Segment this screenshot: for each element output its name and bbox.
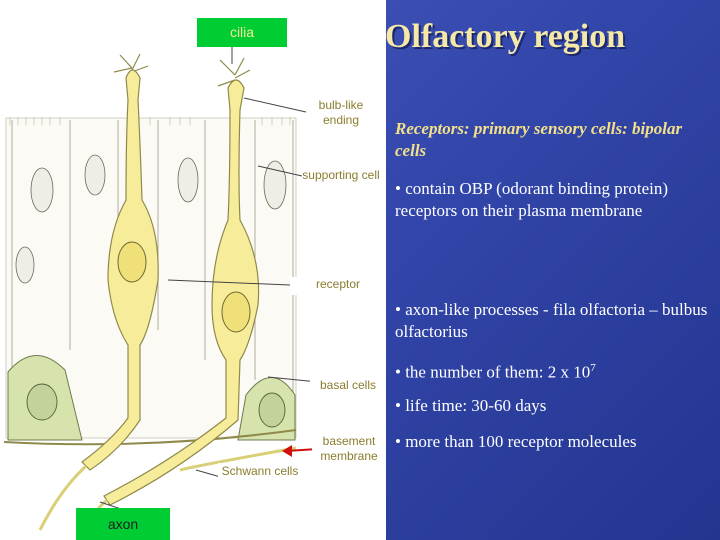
bullet-number: • the number of them: 2 x 107: [395, 357, 715, 384]
receptor-cell-right: [103, 57, 260, 506]
basal-cells-label: basal cells: [310, 378, 386, 396]
receptor-nucleus-left: [117, 241, 147, 283]
basement-arrowhead: [282, 445, 292, 457]
bullet-axon-processes: • axon-like processes - fila olfactoria …: [395, 300, 708, 341]
supporting-cell-label: supporting cell: [302, 168, 380, 204]
bullet-number-exponent: 7: [590, 362, 596, 374]
diagram-panel: cilia bulb-like ending supporting cell r…: [0, 0, 386, 540]
bullet-obp: • contain OBP (odorant binding protein) …: [395, 179, 669, 220]
receptor-subtitle: Receptors: primary sensory cells: bipola…: [395, 119, 683, 160]
slide-title: Olfactory region: [385, 18, 626, 55]
bullet-receptor-molecules: • more than 100 receptor molecules: [395, 432, 637, 451]
basement-membrane: [3, 429, 297, 446]
olfactory-epithelium-diagram: [3, 45, 319, 536]
bullet-number-text: • the number of them: 2 x 10: [395, 362, 591, 382]
bullet-life-time: • life time: 30-60 days: [395, 396, 547, 415]
cilia-label: cilia: [197, 18, 287, 47]
receptor-label: receptor: [290, 277, 386, 295]
axon-label: axon: [76, 508, 170, 540]
surface-microvilli: [9, 117, 291, 125]
bulb-ending-label: bulb-like ending: [306, 98, 376, 134]
schwann-cells-label: Schwann cells: [218, 463, 302, 503]
basement-membrane-label: basement membrane: [312, 434, 386, 470]
basal-cell-nuclei: [26, 383, 286, 428]
receptor-nucleus-right: [221, 291, 251, 333]
